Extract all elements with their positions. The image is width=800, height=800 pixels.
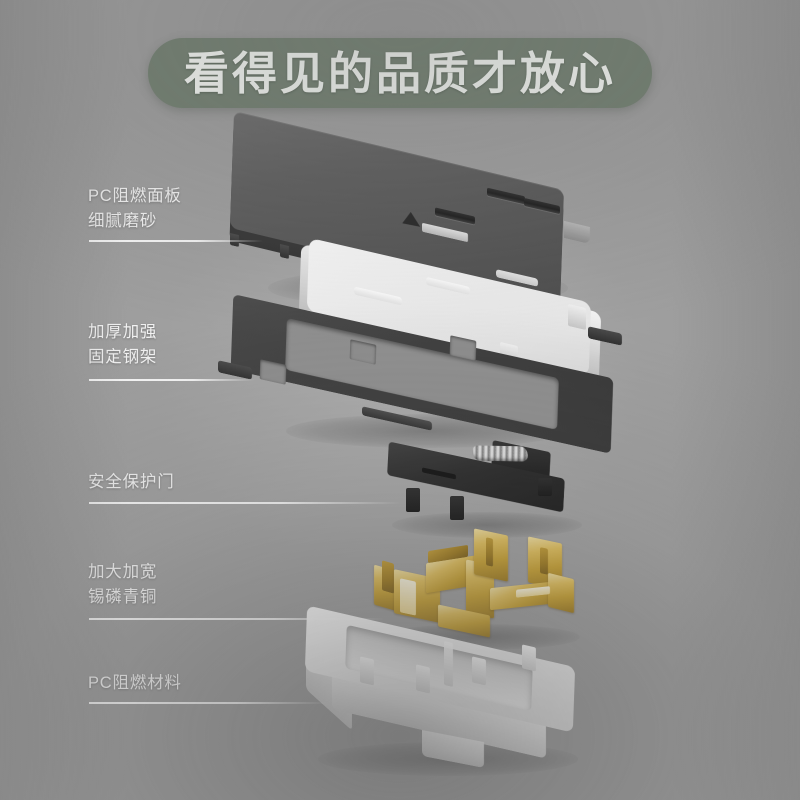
base-boss-1 [360,656,374,686]
contact-right-clip [548,572,574,614]
shutter-foot-mid [450,496,464,520]
callout-bronze-contacts: 加大加宽 锡磷青铜 [88,560,157,610]
title-banner: 看得见的品质才放心 [148,38,652,108]
base-boss-4 [522,644,536,672]
faceplate-clip-2 [280,243,289,260]
callout-faceplate-line1: PC阻燃面板 [88,187,182,205]
callout-safety-shutter: 安全保护门 [88,470,175,495]
shutter-foot-left [406,488,420,512]
part-bronze-contacts [370,528,594,642]
callout-pc-base-line1: PC阻燃材料 [88,674,182,692]
callout-pc-base: PC阻燃材料 [88,671,182,696]
leader-line-safety-shutter [89,502,401,504]
part-safety-shutter [387,440,588,524]
contact-rear-clip-right-slot [540,547,548,575]
part-steel-frame [218,294,652,454]
contact-rear-clip-left-slot [486,537,493,567]
faceplate-edge-highlight [564,220,590,245]
callout-steel-frame: 加厚加强 固定钢架 [88,320,157,370]
leader-line-pc-base [89,702,329,704]
base-boss-3 [472,656,486,686]
callout-faceplate: PC阻燃面板 细腻磨砂 [88,184,182,234]
contact-left-box-face [400,578,416,616]
callout-bronze-contacts-line2: 锡磷青铜 [88,588,158,606]
callout-faceplate-line2: 细腻磨砂 [88,212,158,230]
shutter-spring [471,445,529,462]
callout-bronze-contacts-line1: 加大加宽 [88,563,158,581]
shutter-foot-right [538,478,552,496]
leader-line-bronze-contacts [89,618,385,620]
contact-left-clip-inner [382,560,394,594]
leader-line-steel-frame [89,379,255,381]
module-tab-right [568,303,586,331]
callout-steel-frame-line1: 加厚加强 [88,323,158,341]
banner-title: 看得见的品质才放心 [183,47,616,99]
part-pc-faceplate [229,110,592,321]
base-boss-2 [416,664,430,694]
leader-line-faceplate [89,240,263,242]
callout-safety-shutter-line1: 安全保护门 [88,473,175,491]
part-pc-base [304,605,596,769]
callout-steel-frame-line2: 固定钢架 [88,348,158,366]
base-wall-divider [444,640,453,688]
